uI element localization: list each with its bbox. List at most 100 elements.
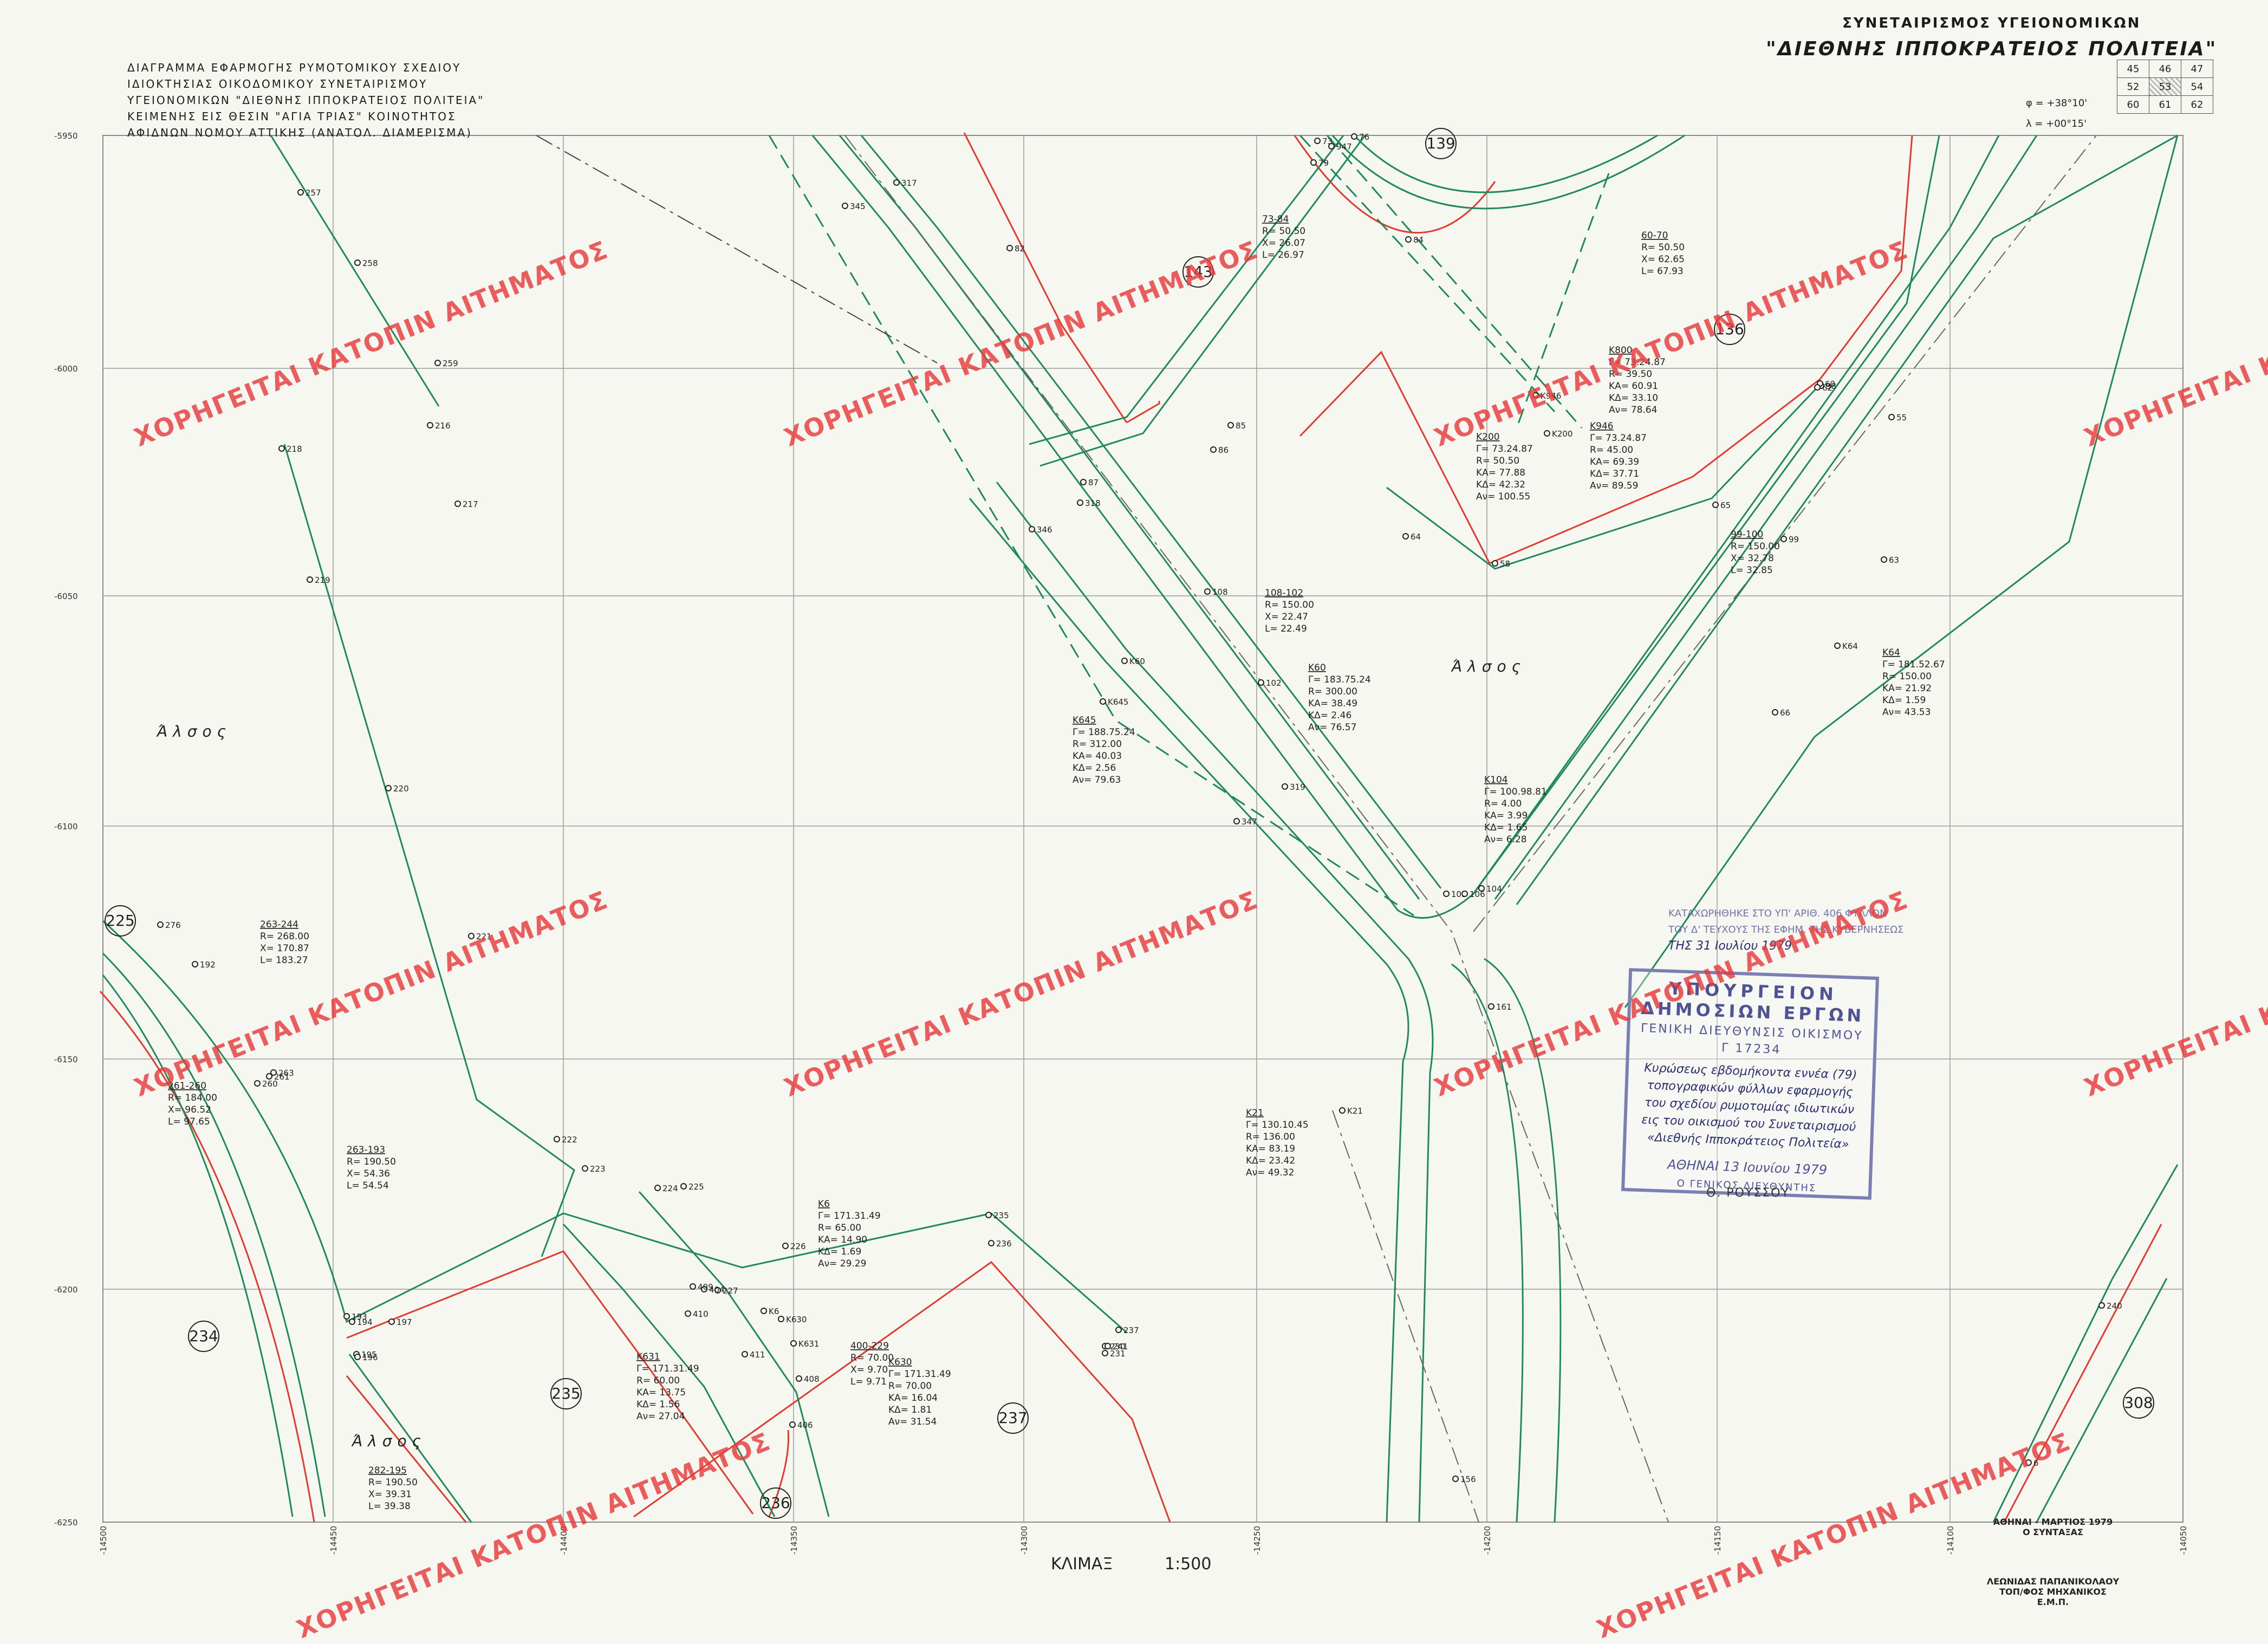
survey-point: 197 (388, 1317, 412, 1327)
curve-id: 282-195 (368, 1465, 407, 1476)
svg-text:86: 86 (1218, 445, 1229, 455)
curve-value: R= 39.50 (1609, 369, 1652, 380)
svg-text:84: 84 (1413, 235, 1424, 245)
grid-y-label: -5950 (54, 131, 78, 141)
sheet-cell: 46 (2149, 60, 2181, 78)
curve-value: ΚΔ= 2.56 (1073, 763, 1116, 774)
footer-composer: Ο ΣΥΝΤΑΞΑΣ (2023, 1527, 2083, 1537)
survey-point: 263 (270, 1068, 294, 1078)
boundary-line (1294, 135, 1496, 234)
survey-point: 347 (1233, 817, 1257, 827)
curve-value: ΚΑ= 21.92 (1882, 683, 1932, 694)
boundary-line (1299, 135, 1913, 564)
stamp-text: Κυρώσεως εβδομήκοντα εννέα (79) τοπογραφ… (1626, 1059, 1873, 1154)
road-edge (1624, 135, 2179, 1008)
curve-value: Γ= 73.24.87 (1476, 444, 1533, 454)
svg-text:308: 308 (2124, 1394, 2153, 1412)
curve-value: Γ= 100.98.81 (1484, 787, 1547, 797)
curve-value: R= 190.50 (347, 1156, 396, 1167)
survey-point: 63 (1881, 555, 1899, 565)
survey-point: 82 (1006, 244, 1025, 254)
engineer-title: ΤΟΠ/ΦΟΣ ΜΗΧΑΝΙΚΟΣ Ε.Μ.Π. (1999, 1587, 2107, 1607)
curve-value: X= 26.07 (1262, 238, 1305, 249)
svg-text:62: 62 (1822, 383, 1832, 393)
survey-point: 409 (690, 1282, 713, 1292)
grove-label: Άλσος (1451, 658, 1526, 675)
svg-text:225: 225 (106, 912, 134, 930)
road-edge (1484, 958, 1562, 1523)
plan-description: ΔΙΑΓΡΑΜΜΑ ΕΦΑΡΜΟΓΗΣ ΡΥΜΟΤΟΜΙΚΟΥ ΣΧΕΔΙΟΥ … (127, 60, 484, 141)
curve-value: R= 70.00 (850, 1353, 894, 1363)
curve-data: 73-84R= 50.50X= 26.07L= 26.97 (1262, 214, 1305, 261)
survey-point: 66 (1772, 708, 1790, 718)
road-edge (562, 1223, 776, 1517)
curve-id: Κ200 (1476, 432, 1500, 443)
grid-x-label: -14050 (2179, 1526, 2188, 1555)
curve-value: Αν= 78.64 (1609, 405, 1657, 415)
curve-id: 263-193 (347, 1145, 385, 1155)
curve-id: 263-244 (260, 919, 298, 930)
survey-point: 108 (1204, 587, 1228, 597)
svg-text:235: 235 (993, 1211, 1009, 1220)
survey-point: 194 (349, 1317, 373, 1327)
curve-value: L= 183.27 (260, 955, 308, 966)
svg-text:227: 227 (723, 1286, 738, 1296)
curve-value: L= 26.97 (1262, 250, 1304, 261)
curve-value: ΚΑ= 69.39 (1590, 457, 1639, 467)
svg-text:K200: K200 (1552, 429, 1572, 439)
svg-text:108: 108 (1212, 587, 1228, 597)
svg-text:79: 79 (1318, 158, 1329, 168)
curve-value: Αν= 49.32 (1246, 1167, 1294, 1178)
survey-point: 223 (582, 1164, 606, 1174)
axis-line (1473, 135, 2097, 932)
svg-text:65: 65 (1720, 501, 1731, 510)
survey-point: 62 (1814, 383, 1832, 393)
svg-text:346: 346 (1037, 525, 1052, 535)
scale-label: ΚΛΙΜΑΞ (1051, 1555, 1113, 1574)
survey-point: 227 (714, 1286, 738, 1296)
svg-text:85: 85 (1236, 421, 1246, 431)
curve-value: R= 150.00 (1265, 600, 1314, 610)
survey-point: 219 (307, 575, 330, 585)
road-edge (811, 135, 1940, 919)
curve-value: Γ= 188.75.24 (1073, 727, 1135, 738)
survey-point: 216 (427, 421, 451, 431)
svg-text:104: 104 (1486, 884, 1502, 894)
curve-value: Αν= 31.54 (888, 1416, 937, 1427)
curve-value: R= 50.50 (1641, 242, 1685, 253)
survey-point: 276 (157, 920, 181, 930)
svg-text:102: 102 (1266, 678, 1282, 688)
survey-point: 240 (2098, 1301, 2122, 1311)
curve-value: X= 39.31 (368, 1489, 412, 1500)
svg-text:317: 317 (901, 178, 917, 188)
svg-text:258: 258 (362, 258, 378, 268)
axis-line (844, 135, 1669, 1523)
svg-text:260: 260 (262, 1079, 278, 1089)
survey-point: 224 (654, 1184, 678, 1193)
curve-value: ΚΑ= 38.49 (1308, 698, 1357, 709)
survey-point: 99 (1780, 535, 1799, 544)
curve-value: ΚΔ= 37.71 (1590, 469, 1639, 479)
svg-text:263: 263 (278, 1068, 294, 1078)
survey-point: 6 (2025, 1458, 2039, 1468)
curve-value: ΚΑ= 13.75 (636, 1387, 686, 1398)
curve-value: ΚΑ= 77.88 (1476, 467, 1525, 478)
grid-y-label: -6050 (54, 592, 78, 601)
curve-value: Γ= 181.52.67 (1882, 659, 1945, 670)
survey-point: 410 (685, 1309, 709, 1319)
curve-id: 99-100 (1731, 529, 1763, 540)
road-edge (102, 952, 326, 1517)
curve-value: R= 268.00 (260, 931, 309, 942)
boundary-line (633, 1261, 1171, 1523)
grid-x-label: -14300 (1019, 1526, 1029, 1555)
svg-text:410: 410 (693, 1309, 709, 1319)
svg-text:947: 947 (1336, 142, 1352, 152)
curve-value: ΚΑ= 14.90 (818, 1234, 867, 1245)
svg-text:261: 261 (274, 1072, 290, 1082)
curve-value: L= 54.54 (347, 1180, 389, 1191)
